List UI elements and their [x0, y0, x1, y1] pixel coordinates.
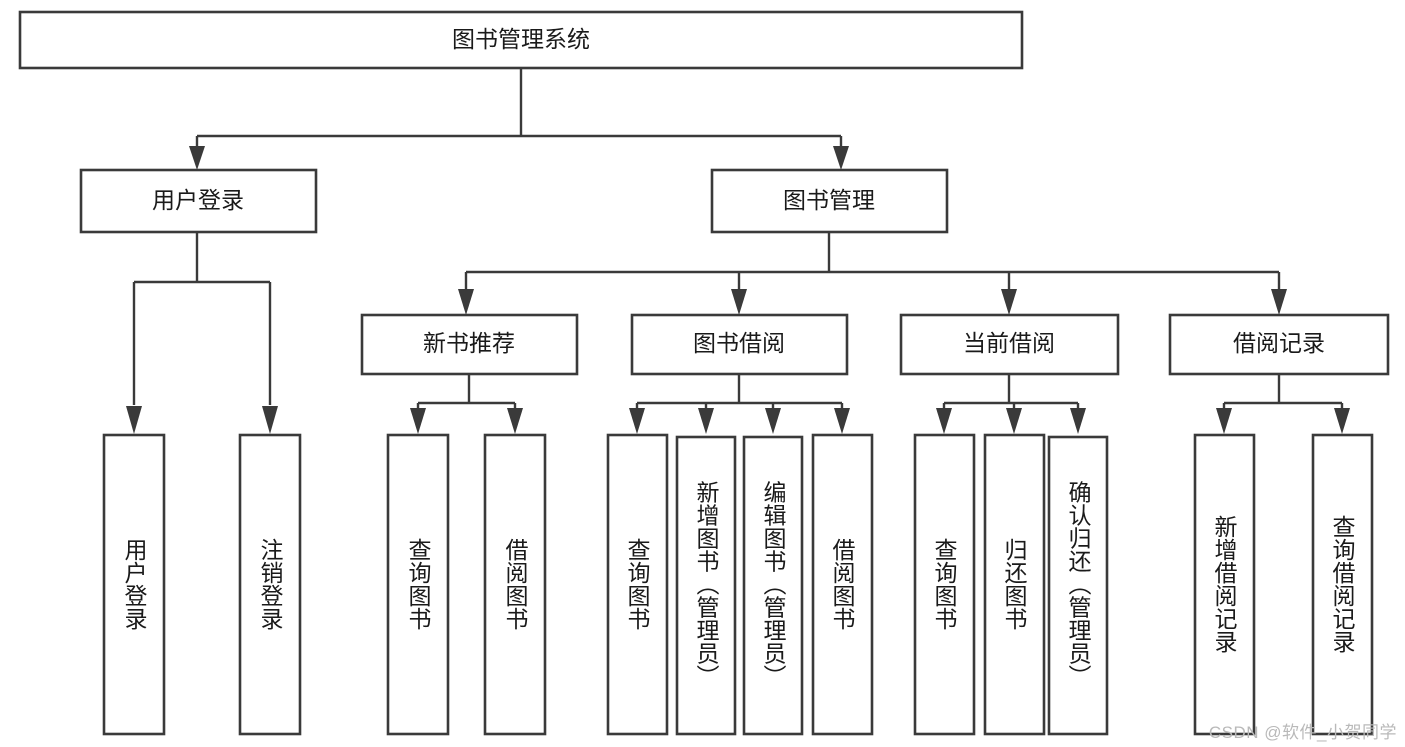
node-leaf-query-book-1-box[interactable]: [386, 433, 450, 736]
connector-group-root: [189, 68, 849, 170]
node-leaf-borrow-book-1-label: 借阅图书: [502, 538, 529, 630]
arrowhead-leaf-logout-login: [262, 406, 278, 434]
node-leaf-add-book-label: 新增图书（管理员）: [693, 481, 720, 688]
connector-group-borrow-record: [1216, 374, 1350, 434]
node-leaf-query-book-2-label: 查询图书: [624, 538, 651, 630]
arrowhead-book-management: [833, 146, 849, 170]
node-root[interactable]: 图书管理系统: [18, 10, 1024, 70]
arrowhead-leaf-add-borrow-record: [1216, 408, 1232, 434]
node-new-book-recommend[interactable]: 新书推荐: [360, 313, 579, 376]
node-borrow-record[interactable]: 借阅记录: [1168, 313, 1390, 376]
node-book-borrow[interactable]: 图书借阅: [630, 313, 849, 376]
node-user-login-box[interactable]: [79, 168, 318, 234]
arrowhead-leaf-confirm-return: [1070, 408, 1086, 434]
arrowhead-leaf-return-book: [1006, 408, 1022, 434]
arrowhead-leaf-edit-book: [765, 408, 781, 434]
node-leaf-borrow-book-1-box[interactable]: [483, 433, 547, 736]
node-root-box[interactable]: [18, 10, 1024, 70]
node-leaf-edit-book[interactable]: 编辑图书（管理员）: [742, 435, 804, 736]
node-leaf-query-book-3-label: 查询图书: [931, 538, 958, 630]
arrowhead-book-borrow: [731, 289, 747, 315]
connector-book-management-to-level3: [464, 232, 1281, 300]
node-leaf-logout-login-box[interactable]: [238, 433, 302, 736]
connector-root-to-level2: [195, 68, 843, 158]
arrowhead-leaf-borrow-book-1: [507, 408, 523, 434]
node-leaf-user-login-label: 用户登录: [121, 538, 148, 630]
arrowhead-leaf-query-book-2: [629, 408, 645, 434]
arrowhead-leaf-user-login: [126, 406, 142, 434]
connector-group-book-management: [458, 232, 1287, 315]
node-root-label: 图书管理系统: [452, 26, 590, 52]
node-current-borrow-box[interactable]: [899, 313, 1120, 376]
node-leaf-query-book-2-box[interactable]: [606, 433, 669, 736]
connector-book-borrow-to-leaves: [635, 374, 844, 412]
node-leaf-borrow-book-2[interactable]: 借阅图书: [811, 433, 874, 736]
node-user-login[interactable]: 用户登录: [79, 168, 318, 234]
node-leaf-confirm-return-label: 确认归还（管理员）: [1065, 481, 1092, 688]
connector-borrow-record-to-leaves: [1222, 374, 1344, 412]
node-leaf-query-book-1-label: 查询图书: [405, 538, 432, 630]
node-leaf-query-borrow-record[interactable]: 查询借阅记录: [1311, 433, 1374, 736]
arrowhead-borrow-record: [1271, 289, 1287, 315]
arrowhead-leaf-query-borrow-record: [1334, 408, 1350, 434]
node-book-management-label: 图书管理: [783, 187, 875, 213]
node-leaf-return-book[interactable]: 归还图书: [983, 433, 1046, 736]
node-leaf-query-borrow-record-label: 查询借阅记录: [1329, 515, 1356, 653]
arrowhead-leaf-query-book-3: [936, 408, 952, 434]
node-book-borrow-label: 图书借阅: [693, 330, 785, 356]
node-user-login-label: 用户登录: [152, 187, 244, 213]
node-leaf-borrow-book-2-box[interactable]: [811, 433, 874, 736]
node-current-borrow-label: 当前借阅: [963, 330, 1055, 356]
node-new-book-recommend-label: 新书推荐: [423, 330, 515, 356]
node-leaf-add-book-box[interactable]: [675, 435, 737, 736]
node-book-management-box[interactable]: [710, 168, 949, 234]
node-leaf-user-login-box[interactable]: [102, 433, 166, 736]
node-leaf-query-book-2[interactable]: 查询图书: [606, 433, 669, 736]
node-leaf-add-borrow-record[interactable]: 新增借阅记录: [1193, 433, 1256, 736]
connector-group-book-borrow: [629, 374, 850, 434]
node-leaf-query-borrow-record-box[interactable]: [1311, 433, 1374, 736]
arrowhead-new-book-recommend: [458, 289, 474, 315]
node-leaf-user-login[interactable]: 用户登录: [102, 433, 166, 736]
node-leaf-logout-login-label: 注销登录: [257, 538, 284, 630]
arrowhead-current-borrow: [1001, 289, 1017, 315]
node-leaf-add-borrow-record-box[interactable]: [1193, 433, 1256, 736]
arrowhead-leaf-borrow-book-2: [834, 408, 850, 434]
node-leaf-edit-book-box[interactable]: [742, 435, 804, 736]
node-leaf-borrow-book-2-label: 借阅图书: [829, 538, 856, 630]
node-leaf-add-book[interactable]: 新增图书（管理员）: [675, 435, 737, 736]
connector-new-book-to-leaves: [416, 374, 517, 412]
node-leaf-query-book-3-box[interactable]: [913, 433, 976, 736]
connector-current-borrow-to-leaves: [942, 374, 1080, 412]
connector-group-user-login: [126, 232, 278, 434]
node-new-book-recommend-box[interactable]: [360, 313, 579, 376]
node-leaf-query-book-3[interactable]: 查询图书: [913, 433, 976, 736]
node-leaf-logout-login[interactable]: 注销登录: [238, 433, 302, 736]
node-leaf-return-book-label: 归还图书: [1001, 538, 1028, 630]
connector-user-login-to-leaves: [132, 232, 272, 405]
node-leaf-confirm-return-box[interactable]: [1047, 435, 1109, 736]
node-book-borrow-box[interactable]: [630, 313, 849, 376]
node-borrow-record-label: 借阅记录: [1233, 330, 1325, 356]
node-leaf-confirm-return[interactable]: 确认归还（管理员）: [1047, 435, 1109, 736]
node-leaf-edit-book-label: 编辑图书（管理员）: [760, 481, 787, 688]
node-book-management[interactable]: 图书管理: [710, 168, 949, 234]
connector-group-new-book-recommend: [410, 374, 523, 434]
arrowhead-user-login: [189, 146, 205, 170]
node-current-borrow[interactable]: 当前借阅: [899, 313, 1120, 376]
node-leaf-query-book-1[interactable]: 查询图书: [386, 433, 450, 736]
node-borrow-record-box[interactable]: [1168, 313, 1390, 376]
arrowhead-leaf-query-book-1: [410, 408, 426, 434]
connector-group-current-borrow: [936, 374, 1086, 434]
node-leaf-return-book-box[interactable]: [983, 433, 1046, 736]
csdn-watermark: CSDN @软件_小贺同学: [1208, 723, 1397, 742]
arrowhead-leaf-add-book: [698, 408, 714, 434]
node-leaf-borrow-book-1[interactable]: 借阅图书: [483, 433, 547, 736]
node-leaf-add-borrow-record-label: 新增借阅记录: [1211, 515, 1238, 653]
